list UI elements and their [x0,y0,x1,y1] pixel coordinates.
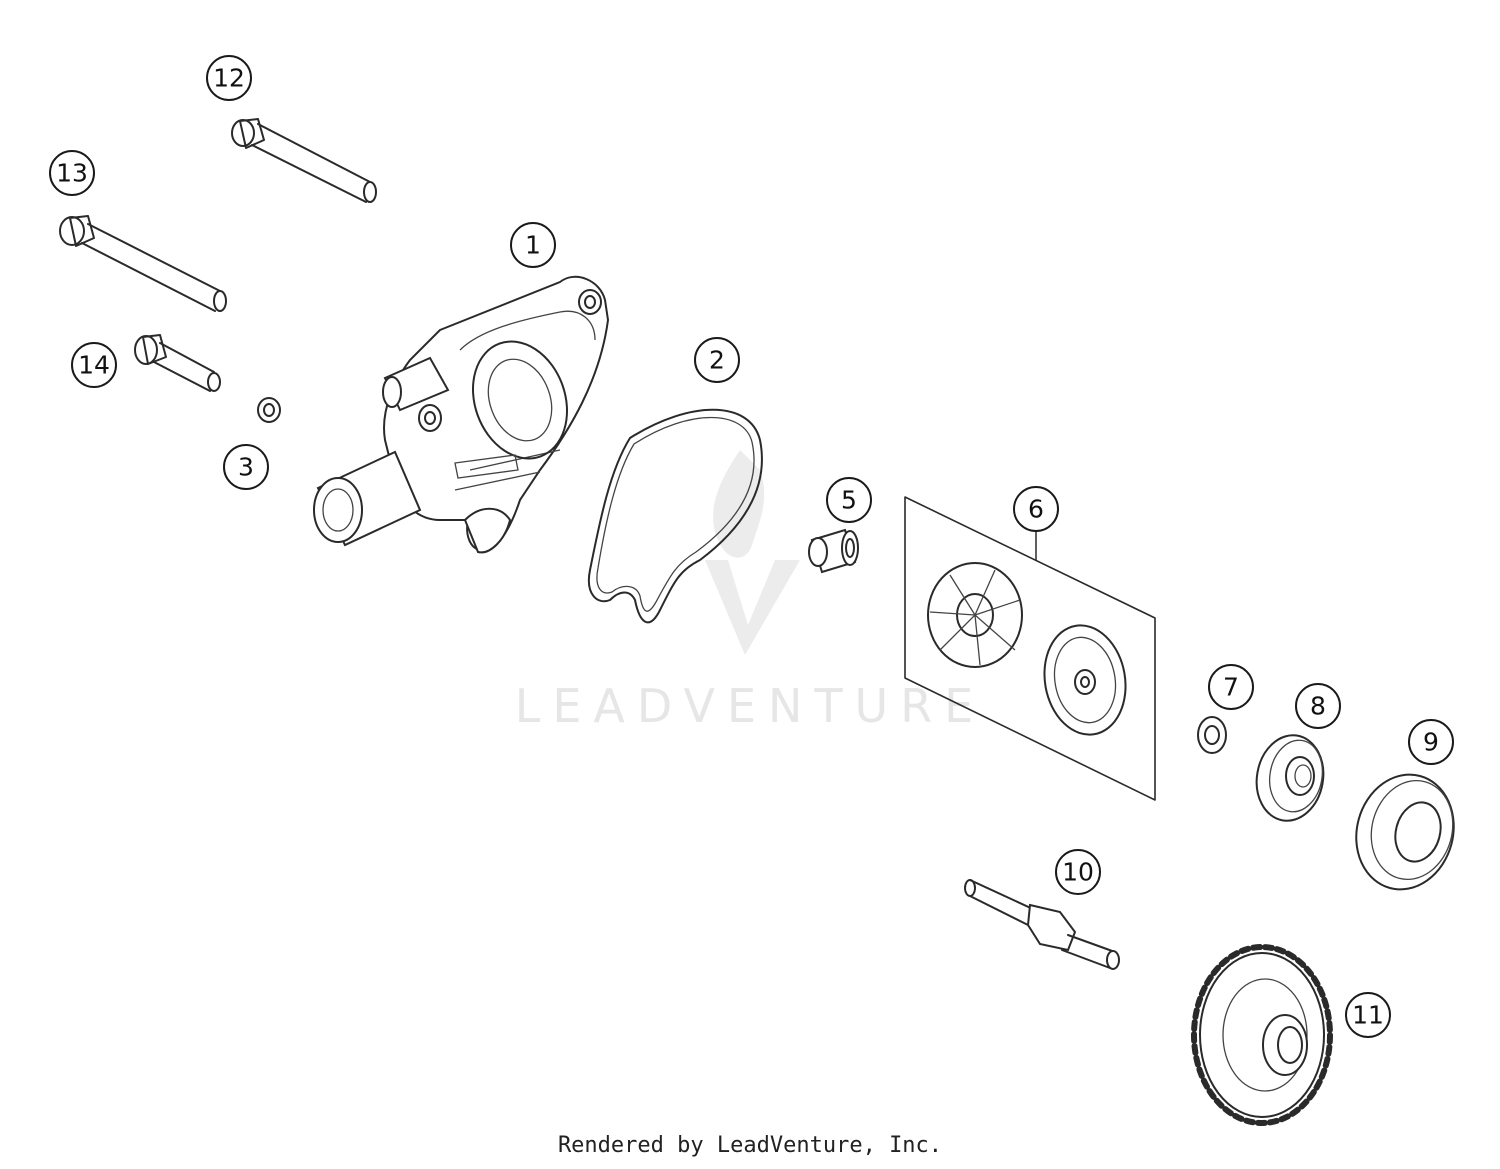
washer-7[interactable] [1197,716,1227,754]
bearing-9[interactable] [1344,764,1467,901]
callout-9[interactable]: 9 [1408,719,1454,765]
gasket-2[interactable] [587,408,763,624]
callout-10[interactable]: 10 [1055,849,1101,895]
shaft-10[interactable] [964,879,1120,970]
callout-9-label: 9 [1423,728,1439,757]
callout-7-label: 7 [1223,673,1239,702]
callout-3-label: 3 [238,453,254,482]
callout-8-label: 8 [1310,692,1326,721]
callout-8[interactable]: 8 [1295,683,1341,729]
callout-5-label: 5 [841,486,857,515]
bolt-14[interactable] [134,334,221,392]
washer-3[interactable] [257,397,281,423]
callout-12[interactable]: 12 [206,55,252,101]
callout-6-label: 6 [1028,495,1044,524]
callout-11-label: 11 [1352,1001,1384,1030]
watermark: LEADVENTURE [515,450,986,733]
gear-11[interactable] [1191,944,1333,1126]
callout-2-label: 2 [709,346,725,375]
callout-7[interactable]: 7 [1208,664,1254,710]
pump-cover-1[interactable] [313,275,610,554]
callout-2[interactable]: 2 [694,337,740,383]
callout-1-label: 1 [525,231,541,260]
callout-10-label: 10 [1062,858,1094,887]
sleeve-5[interactable] [808,528,859,574]
footer-credit: Rendered by LeadVenture, Inc. [557,1133,943,1158]
callout-13-label: 13 [56,159,88,188]
seal-ring-8[interactable] [1250,730,1330,826]
impeller-kit-6[interactable] [904,496,1156,801]
callout-1[interactable]: 1 [510,222,556,268]
callout-11[interactable]: 11 [1345,992,1391,1038]
callout-13[interactable]: 13 [49,150,95,196]
bolt-13[interactable] [59,215,227,312]
callout-14[interactable]: 14 [71,342,117,388]
callout-3[interactable]: 3 [223,444,269,490]
bolt-12[interactable] [231,118,377,203]
callout-5[interactable]: 5 [826,477,872,523]
callout-6[interactable]: 6 [1013,486,1059,532]
watermark-text: LEADVENTURE [515,679,986,733]
callout-14-label: 14 [78,351,110,380]
callout-12-label: 12 [213,64,245,93]
